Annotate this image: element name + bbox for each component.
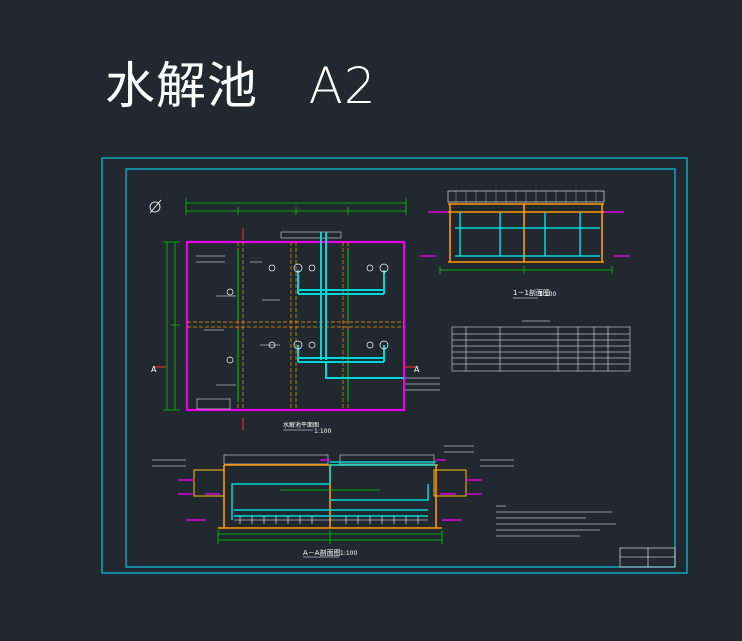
plan-view: A A 水解池平面图 1:100 <box>151 198 440 435</box>
drawing-title: 水解池 A2 <box>105 57 377 115</box>
sectionaa-pipes <box>231 461 436 520</box>
section11-pipes <box>455 212 600 257</box>
design-notes <box>496 505 616 537</box>
section-a-a-view: A－A剖面图 1:100 <box>152 445 514 558</box>
plan-nozzles <box>226 263 389 364</box>
plan-hatch-top <box>280 231 342 239</box>
section-a-a-scale: 1:100 <box>340 550 357 557</box>
north-arrow-icon <box>149 199 162 214</box>
section-1-1-scale: 1:100 <box>539 291 556 298</box>
equipment-table <box>451 326 631 372</box>
sectionaa-annotations <box>152 445 514 467</box>
sectionaa-roof-hatch-left <box>223 454 329 465</box>
section-mark-a-right: A <box>414 365 420 374</box>
sheet-inner-frame <box>125 168 676 568</box>
sectionaa-roof-hatch-right <box>339 454 435 465</box>
section11-level-marks <box>420 211 630 257</box>
plan-outer-wall <box>185 240 406 412</box>
plan-left-dimensions <box>163 241 180 411</box>
section11-walls <box>448 203 604 263</box>
title-block <box>619 547 676 568</box>
plan-view-scale: 1:100 <box>314 428 331 435</box>
plan-baffles <box>237 250 349 402</box>
section-1-1-label: 1－1剖面图 <box>513 288 550 297</box>
plan-hatch-bottom <box>196 398 231 410</box>
plan-top-dimensions <box>185 198 407 215</box>
sectionaa-dimensions <box>217 489 443 544</box>
sheet-outer-frame <box>101 157 688 574</box>
plan-view-label: 水解池平面图 <box>283 421 319 429</box>
plan-annotations <box>196 255 440 391</box>
section-a-a-label: A－A剖面图 <box>303 548 341 557</box>
section-mark-a-left: A <box>151 365 157 374</box>
plan-pipes <box>297 232 404 379</box>
section-1-1-view: 1－1剖面图 1:100 <box>420 190 630 299</box>
sectionaa-distribution <box>234 516 428 524</box>
section11-dimensions <box>439 266 613 274</box>
sectionaa-level-marks <box>178 459 482 521</box>
